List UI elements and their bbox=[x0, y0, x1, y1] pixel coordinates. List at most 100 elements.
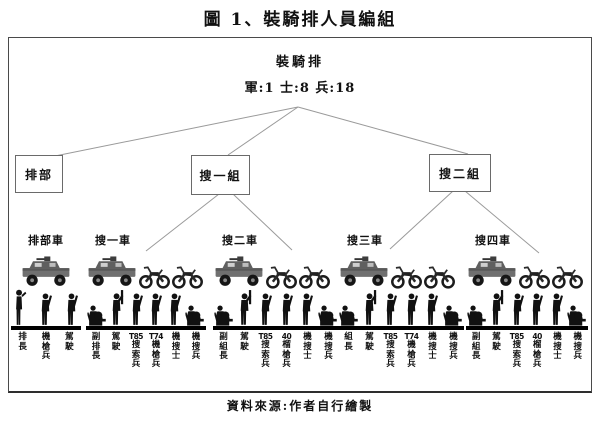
personnel-stats: 軍:1 士:8 兵:18 bbox=[244, 81, 356, 96]
role-label: 駕駛 bbox=[111, 332, 121, 352]
soldier-standing-icon bbox=[147, 293, 164, 326]
humvee-icon bbox=[20, 256, 72, 289]
humvee-icon bbox=[86, 256, 138, 289]
platform-bar bbox=[213, 326, 339, 330]
soldier-row bbox=[213, 289, 339, 326]
soldier-standing-icon bbox=[382, 293, 399, 326]
soldier-kneeling-icon bbox=[214, 305, 234, 326]
soldier-standing-icon bbox=[509, 293, 526, 326]
role-label: 副組長 bbox=[219, 332, 228, 362]
role-label: 機搜士 bbox=[553, 332, 562, 362]
soldier-rifle-up-icon bbox=[237, 290, 254, 326]
soldier-standing-icon bbox=[548, 293, 565, 326]
role-label-row: 排長 機槍兵 駕駛 bbox=[11, 330, 81, 362]
figure-title: 圖 1、裝騎排人員編組 bbox=[203, 10, 397, 30]
platform-bar bbox=[11, 326, 81, 330]
role-label: 副組長 bbox=[471, 332, 481, 362]
soldier-row bbox=[11, 289, 81, 326]
soldier-kneeling-icon bbox=[443, 305, 463, 326]
role-label: 機槍兵 bbox=[41, 332, 51, 362]
vehicle-row bbox=[11, 247, 81, 289]
vehicle-row bbox=[86, 247, 206, 289]
platform-bar bbox=[338, 326, 464, 330]
role-label: 機搜兵 bbox=[573, 332, 583, 362]
role-label: 機搜兵 bbox=[324, 332, 333, 362]
role-label: 機搜兵 bbox=[449, 332, 458, 362]
motorcycle-icon bbox=[551, 264, 584, 289]
org-chart-frame: 裝騎排 軍:1 士:8 兵:18 排部 搜一組 搜二組 排部車 排長機槍兵駕駛 … bbox=[8, 37, 592, 393]
soldier-rifle-up-icon bbox=[362, 290, 379, 326]
soldier-standing-icon bbox=[278, 293, 295, 326]
humvee-icon bbox=[466, 256, 518, 289]
role-label: 駕駛 bbox=[365, 332, 374, 352]
motorcycle-icon bbox=[518, 264, 551, 289]
role-label: 機搜士 bbox=[428, 332, 437, 362]
platform-bar bbox=[86, 326, 206, 330]
vehicle-group-label: 搜一車 bbox=[95, 234, 131, 247]
vehicle-row bbox=[466, 247, 588, 289]
motorcycle-icon bbox=[423, 264, 456, 289]
vehicle-group-label: 搜四車 bbox=[475, 234, 511, 247]
soldier-rifle-up-icon bbox=[109, 290, 126, 326]
motorcycle-icon bbox=[138, 264, 171, 289]
role-label: 組長 bbox=[344, 332, 353, 352]
unit-box-recon-group-1: 搜一組 bbox=[191, 155, 250, 195]
soldier-rifle-up-icon bbox=[489, 290, 506, 326]
role-label: 駕駛 bbox=[65, 332, 74, 352]
soldier-standing-icon bbox=[166, 293, 183, 326]
role-label: 排長 bbox=[18, 332, 27, 352]
vehicle-group-label: 搜二車 bbox=[222, 234, 258, 247]
role-label: 駕駛 bbox=[492, 332, 501, 352]
motorcycle-icon bbox=[298, 264, 331, 289]
unit-box-hq: 排部 bbox=[15, 155, 63, 193]
motorcycle-icon bbox=[390, 264, 423, 289]
role-label: 機搜兵 bbox=[191, 332, 201, 362]
soldier-standing-icon bbox=[403, 293, 420, 326]
vehicle-row bbox=[213, 247, 339, 289]
soldier-kneeling-icon bbox=[567, 305, 587, 326]
soldier-standing-icon bbox=[257, 293, 274, 326]
vehicle-group-hq-vehicle: 排部車 排長 機槍兵 駕駛 bbox=[11, 232, 81, 362]
role-label: 機搜士 bbox=[303, 332, 312, 362]
humvee-icon bbox=[213, 256, 265, 289]
root-unit-label: 裝騎排 bbox=[275, 55, 324, 70]
motorcycle-icon bbox=[265, 264, 298, 289]
soldier-standing-icon bbox=[128, 293, 145, 326]
vehicle-row bbox=[338, 247, 464, 289]
soldier-standing-icon bbox=[63, 293, 80, 326]
platform-bar bbox=[466, 326, 588, 330]
soldier-saluting-icon bbox=[12, 289, 27, 326]
soldier-standing-icon bbox=[423, 293, 440, 326]
role-label: 駕駛 bbox=[240, 332, 249, 352]
humvee-icon bbox=[338, 256, 390, 289]
role-label: 副排長 bbox=[91, 332, 101, 362]
soldier-kneeling-icon bbox=[185, 305, 205, 326]
soldier-kneeling-icon bbox=[318, 305, 338, 326]
soldier-standing-icon bbox=[528, 293, 545, 326]
vehicle-group-label: 搜三車 bbox=[347, 234, 383, 247]
motorcycle-icon bbox=[171, 264, 204, 289]
soldier-kneeling-icon bbox=[87, 305, 107, 326]
soldier-row bbox=[466, 289, 588, 326]
soldier-row bbox=[86, 289, 206, 326]
vehicle-group-label: 排部車 bbox=[28, 234, 64, 247]
unit-box-recon-group-2: 搜二組 bbox=[429, 154, 491, 192]
soldier-row bbox=[338, 289, 464, 326]
soldier-standing-icon bbox=[37, 293, 54, 326]
soldier-kneeling-icon bbox=[467, 305, 487, 326]
